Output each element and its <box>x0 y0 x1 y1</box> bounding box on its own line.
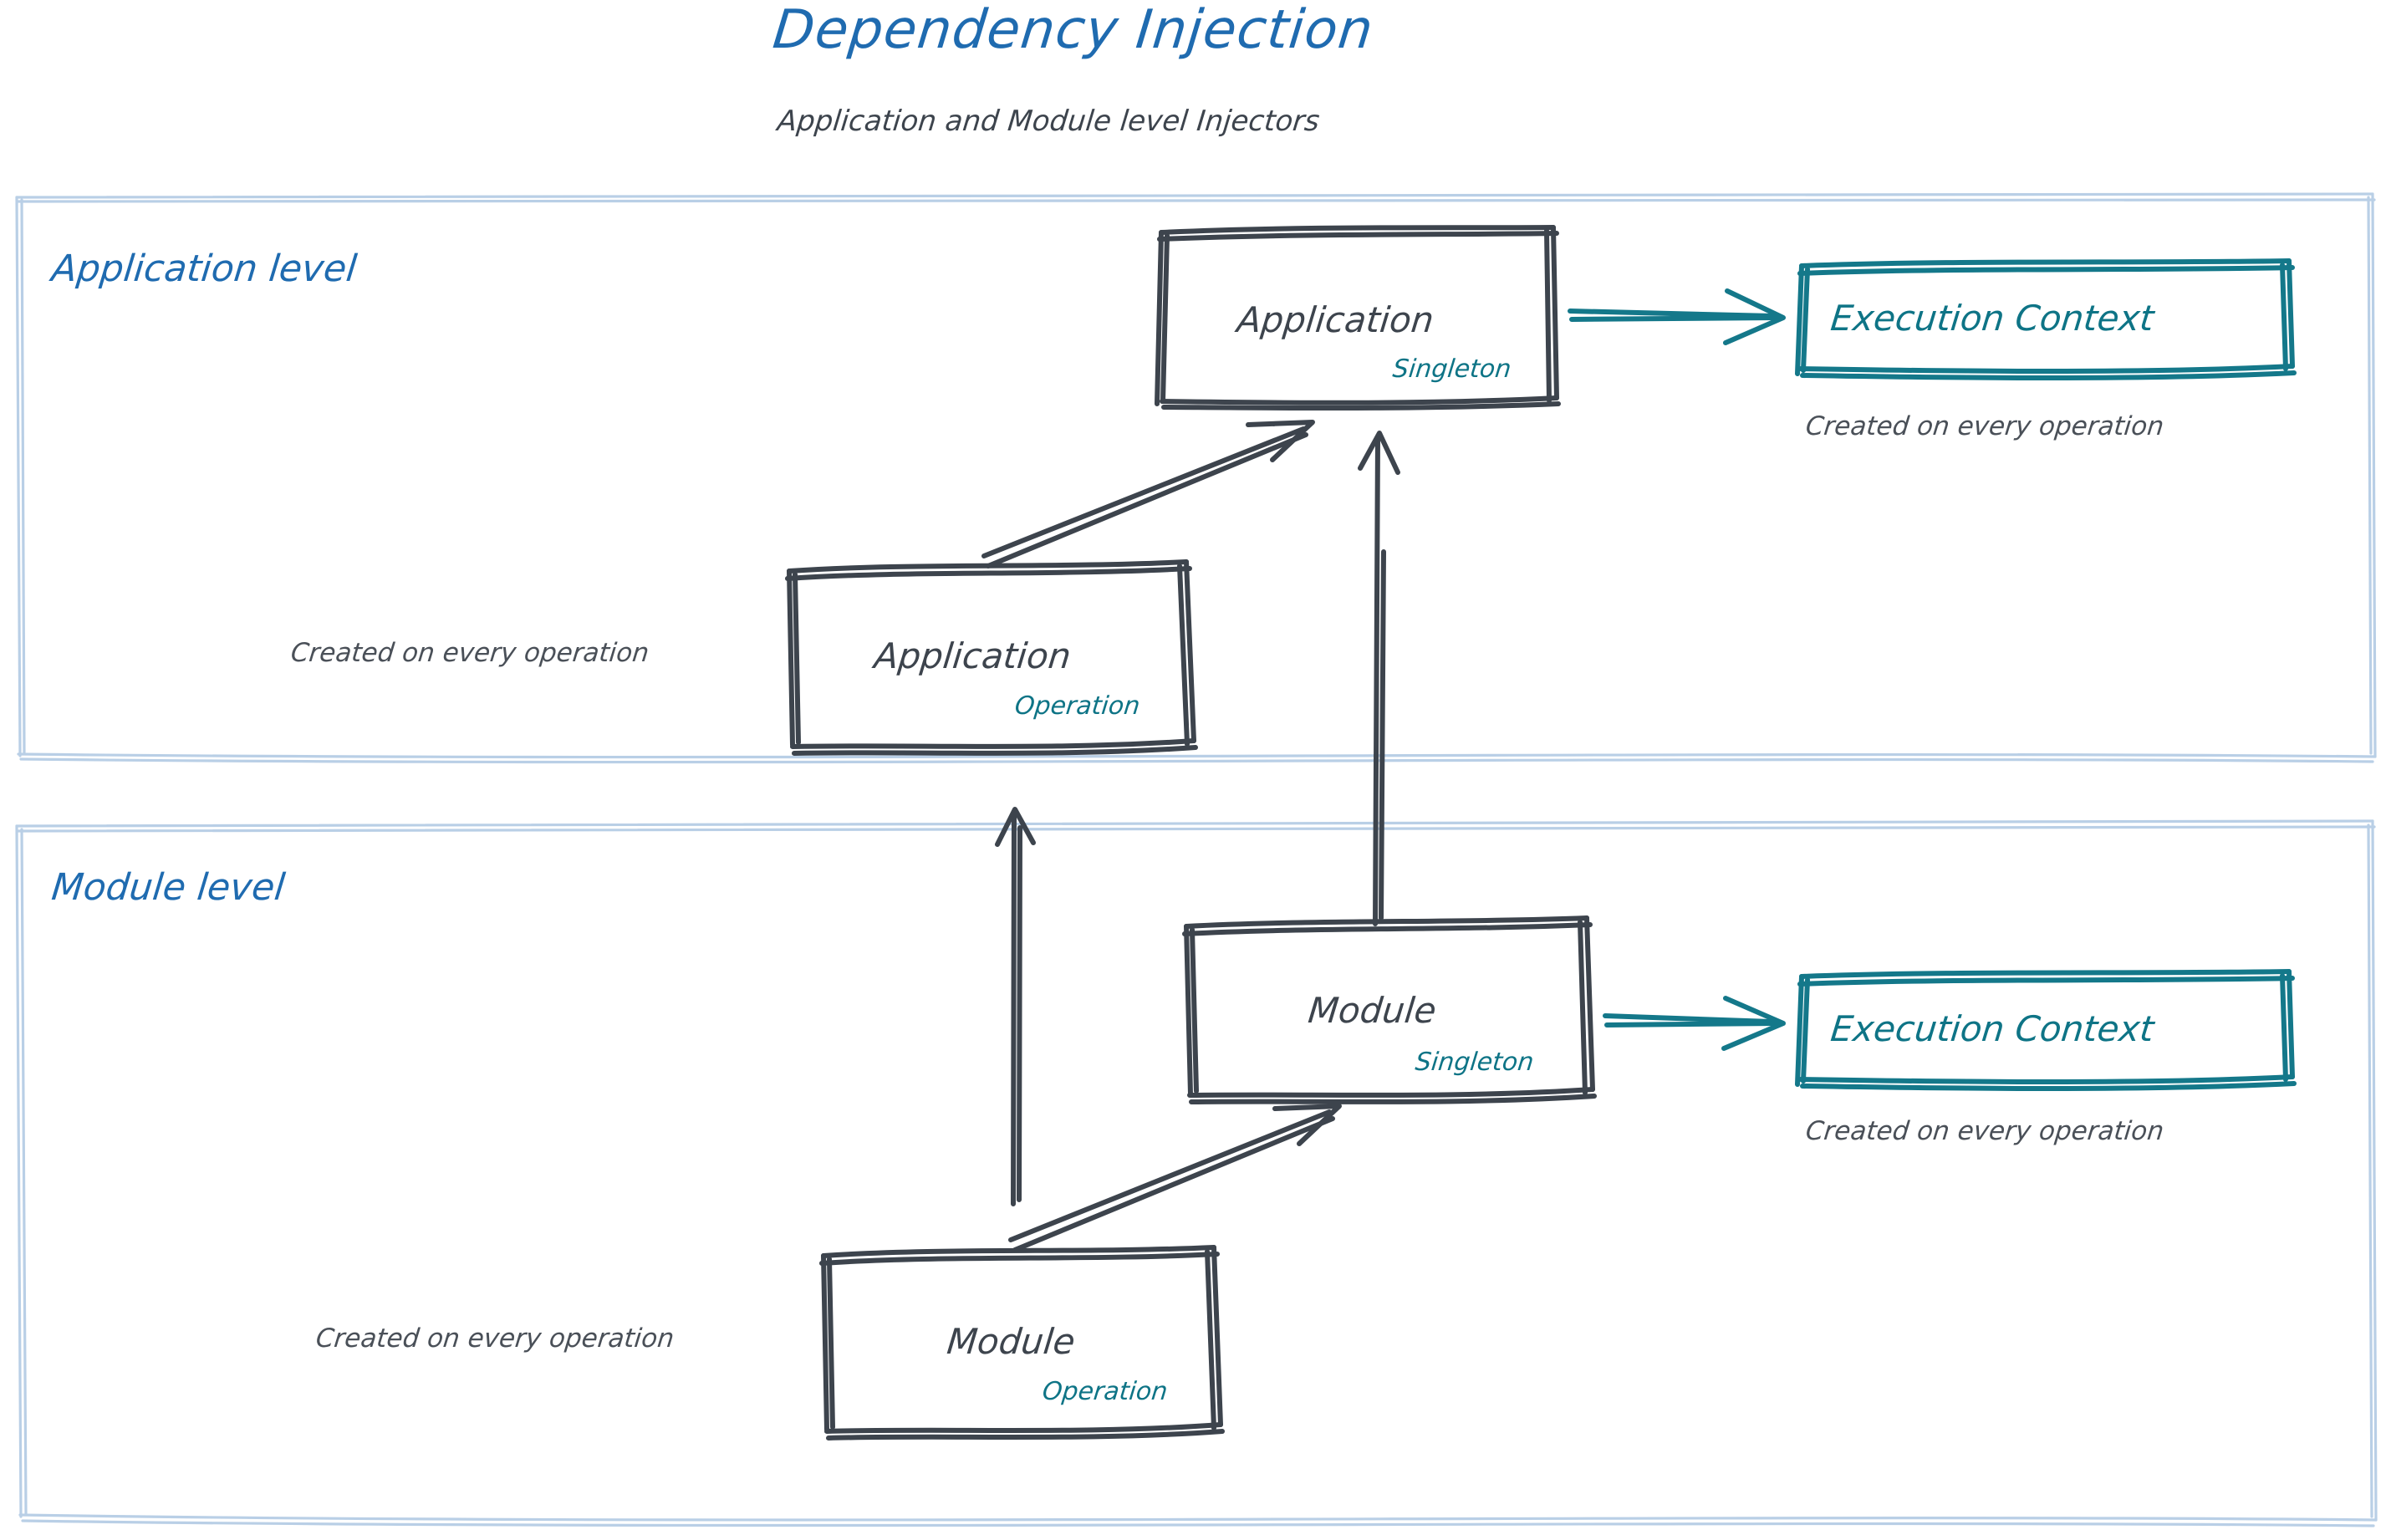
node-module-singleton-scope: Singleton <box>1414 1048 1536 1077</box>
page-subtitle: Application and Module level Injectors <box>775 105 1322 138</box>
node-module-operation-scope: Operation <box>1041 1377 1170 1406</box>
edge-application-singleton-to-execution-context <box>1568 288 1786 345</box>
node-application-operation-title: Application <box>872 635 1073 676</box>
note-exec-context-application: Created on every operation <box>1804 411 2165 441</box>
page-title: Dependency Injection <box>770 0 1377 61</box>
zone-label-application-level: Application level <box>49 247 359 290</box>
node-application-singleton[interactable]: Application Singleton <box>1157 227 1558 407</box>
edge-module-operation-to-application-operation <box>995 807 1036 1206</box>
node-execution-context-application[interactable]: Execution Context <box>1797 261 2292 375</box>
note-application-operation: Created on every operation <box>289 638 650 668</box>
node-module-operation-title: Module <box>945 1321 1078 1362</box>
node-application-operation[interactable]: Application Operation <box>788 562 1196 753</box>
edge-module-singleton-to-execution-context <box>1603 996 1786 1051</box>
node-execution-context-module-title: Execution Context <box>1828 1008 2156 1049</box>
node-module-singleton-title: Module <box>1306 990 1439 1031</box>
node-application-operation-scope: Operation <box>1013 691 1142 721</box>
note-exec-context-module: Created on every operation <box>1804 1116 2165 1146</box>
edge-application-operation-to-application-singleton <box>981 420 1315 569</box>
node-module-singleton[interactable]: Module Singleton <box>1185 918 1594 1102</box>
zone-label-module-level: Module level <box>49 866 288 909</box>
node-application-singleton-scope: Singleton <box>1391 354 1513 384</box>
edge-module-operation-to-module-singleton <box>1008 1104 1342 1252</box>
node-execution-context-application-title: Execution Context <box>1828 298 2156 339</box>
node-module-operation[interactable]: Module Operation <box>822 1247 1221 1438</box>
node-application-singleton-title: Application <box>1235 299 1436 340</box>
edge-module-singleton-to-application-singleton <box>1358 431 1400 926</box>
note-module-operation: Created on every operation <box>314 1323 676 1354</box>
node-execution-context-module[interactable]: Execution Context <box>1797 971 2292 1086</box>
